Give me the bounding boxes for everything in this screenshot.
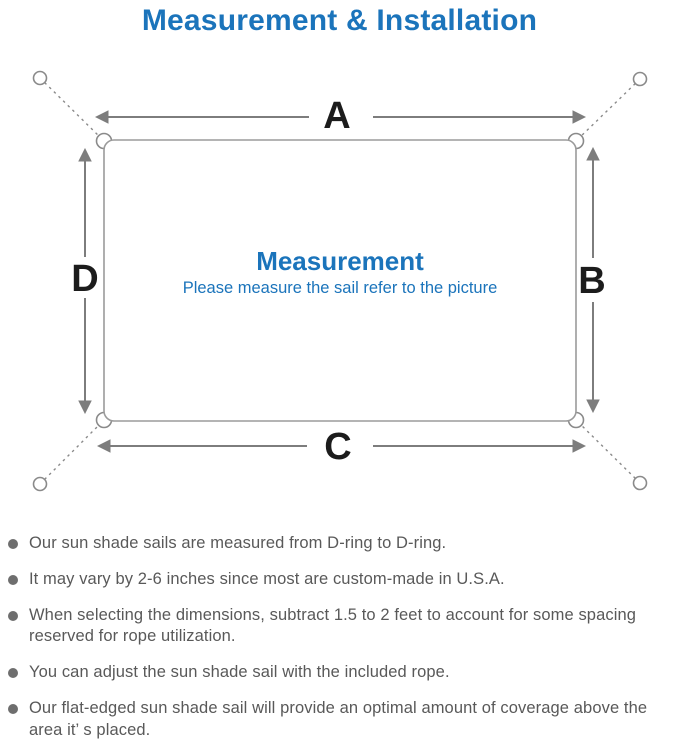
rope-dashed-line-top-right <box>575 78 641 142</box>
note-text: Our flat-edged sun shade sail will provi… <box>29 698 648 739</box>
dimension-label-c: C <box>324 426 351 468</box>
dimension-label-d: D <box>71 258 98 300</box>
bullet-dot-icon <box>8 539 18 549</box>
dimension-label-b: B <box>578 260 605 302</box>
diagram-center-heading: Measurement <box>256 246 424 276</box>
measurement-diagram: A B C D Measurement Please measure the s… <box>0 56 679 520</box>
bullet-dot-icon <box>8 703 18 714</box>
anchor-point-circle-bottom-left <box>32 476 48 492</box>
note-item: Our sun shade sails are measured from D-… <box>8 533 671 555</box>
bullet-dot-icon <box>8 668 18 679</box>
note-text: It may vary by 2-6 inches since most are… <box>29 569 505 588</box>
diagram-center-caption: Please measure the sail refer to the pic… <box>183 279 498 297</box>
notes-list: Our sun shade sails are measured from D-… <box>0 533 679 741</box>
anchor-point-circle-top-right <box>632 71 648 87</box>
rope-dashed-line-bottom-right <box>575 419 641 484</box>
rope-dashed-line-bottom-left <box>39 419 105 485</box>
bullet-dot-icon <box>8 574 18 585</box>
rope-dashed-line-top-left <box>39 77 105 142</box>
note-item: When selecting the dimensions, subtract … <box>8 605 671 649</box>
note-item: Our flat-edged sun shade sail will provi… <box>8 698 671 741</box>
measurement-diagram-svg: A B C D Measurement Please measure the s… <box>32 70 648 492</box>
anchor-point-circle-top-left <box>32 70 48 86</box>
bullet-dot-icon <box>8 610 18 621</box>
note-text: You can adjust the sun shade sail with t… <box>29 663 450 682</box>
note-item: It may vary by 2-6 inches since most are… <box>8 569 671 591</box>
page-title: Measurement & Installation <box>141 4 538 37</box>
note-text: When selecting the dimensions, subtract … <box>29 605 637 646</box>
note-text: Our sun shade sails are measured from D-… <box>29 534 447 552</box>
note-item: You can adjust the sun shade sail with t… <box>8 662 671 684</box>
anchor-point-circle-bottom-right <box>632 475 648 491</box>
dimension-label-a: A <box>323 95 350 137</box>
sail-outline <box>103 139 577 422</box>
